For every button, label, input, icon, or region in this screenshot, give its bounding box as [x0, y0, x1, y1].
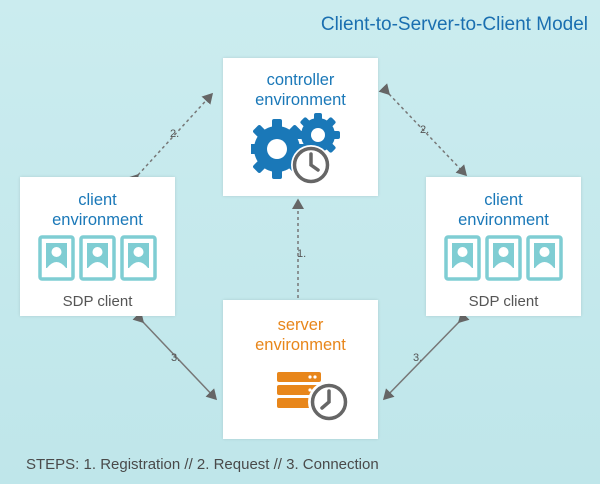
user-card-icon	[444, 235, 481, 281]
label-step2-left: 2.	[170, 128, 180, 140]
user-card-icon	[79, 235, 116, 281]
user-card-icons-right	[444, 235, 563, 281]
server-label-line1: server	[277, 316, 324, 334]
client-right-label-line1: client	[484, 191, 523, 209]
user-card-icon	[526, 235, 563, 281]
label-step3-left: 3.	[171, 352, 181, 364]
client-environment-left-box: client environment SDP client	[20, 177, 175, 316]
client-left-label-line1: client	[78, 191, 117, 209]
user-card-icons-left	[38, 235, 157, 281]
arrow-connection-left	[132, 311, 218, 401]
user-card-icon	[120, 235, 157, 281]
client-environment-right-box: client environment SDP client	[426, 177, 581, 316]
user-card-icon	[38, 235, 75, 281]
label-step2-right: 2.	[420, 124, 430, 136]
label-step3-right: 3.	[413, 352, 423, 364]
client-left-caption: SDP client	[62, 293, 133, 310]
server-label-line2: environment	[255, 336, 346, 354]
controller-label-line1: controller	[266, 71, 335, 89]
controller-environment-box: controller environment	[223, 58, 378, 196]
gears-clock-icon	[251, 113, 340, 185]
steps-legend: STEPS: 1. Registration // 2. Request // …	[26, 456, 379, 473]
user-card-icon	[485, 235, 522, 281]
client-right-caption: SDP client	[468, 293, 539, 310]
arrow-request-right	[378, 83, 468, 177]
arrow-request-left	[127, 92, 214, 186]
server-stack-clock-icon	[277, 372, 350, 423]
server-environment-box: server environment	[223, 300, 378, 439]
arrow-connection-right	[382, 311, 470, 401]
client-right-label-line2: environment	[458, 211, 549, 229]
client-left-label-line2: environment	[52, 211, 143, 229]
controller-label-line2: environment	[255, 91, 346, 109]
label-step1: 1.	[297, 248, 307, 260]
diagram-title: Client-to-Server-to-Client Model	[320, 14, 588, 35]
